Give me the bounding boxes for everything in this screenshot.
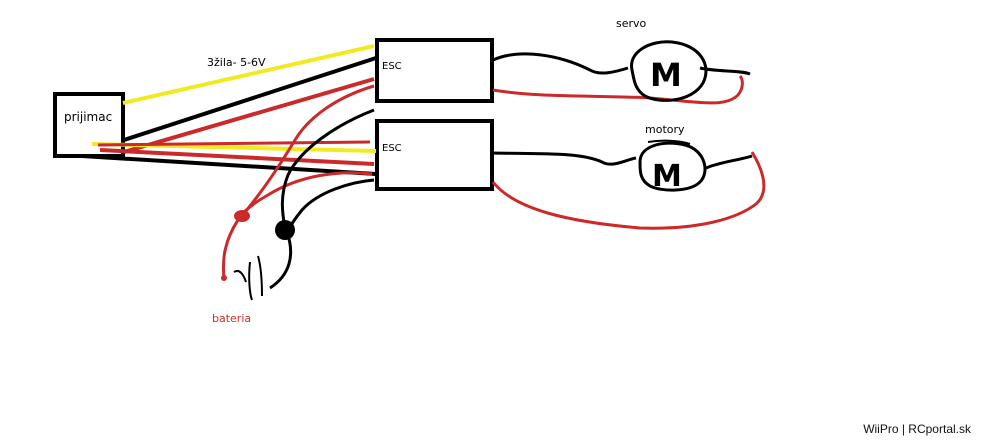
servo-label: servo <box>616 17 647 30</box>
servo-circle <box>630 40 708 102</box>
battery-black-knot <box>275 220 295 240</box>
esc-bottom-label: ESC <box>382 143 402 154</box>
black-ground-wire-top <box>123 56 377 142</box>
motor-label: motory <box>645 123 685 136</box>
red-power-wire-bottom <box>99 148 375 166</box>
esc-top-label: ESC <box>382 61 402 72</box>
battery-body-stroke-3 <box>257 255 263 297</box>
battery-black-wire-bottom <box>286 178 375 232</box>
watermark-text: WiiPro | RCportal.sk <box>863 422 971 436</box>
wire-label: 3žila- 5-6V <box>207 56 266 69</box>
battery-red-wire-top <box>238 84 375 219</box>
servo-black-wire <box>492 52 629 75</box>
motor-black-wire-out <box>705 154 753 170</box>
esc-top-box <box>375 38 494 103</box>
servo-symbol: M <box>650 56 682 94</box>
yellow-signal-wire-top <box>122 44 375 105</box>
red-power-wire-top <box>123 77 375 154</box>
battery-body-stroke-2 <box>248 261 253 301</box>
receiver-label: prijimac <box>64 110 112 124</box>
motor-black-wire <box>492 151 637 166</box>
black-ground-wire-bottom <box>81 154 377 176</box>
battery-red-knot <box>234 210 250 222</box>
receiver-box <box>53 92 125 158</box>
battery-red-tip <box>221 275 227 281</box>
motor-red-wire <box>491 151 766 230</box>
battery-body-stroke-1 <box>233 270 247 283</box>
motor-cap-stroke <box>647 139 691 145</box>
battery-black-lead <box>269 231 293 290</box>
motor-circle <box>638 141 707 192</box>
battery-red-lead <box>221 219 240 279</box>
motor-symbol: M <box>652 159 682 194</box>
servo-red-wire <box>492 74 744 105</box>
battery-label: bateria <box>212 312 251 325</box>
esc-bottom-box <box>375 119 494 191</box>
battery-black-wire-top <box>280 108 375 229</box>
red-jumper-wire <box>97 140 371 147</box>
